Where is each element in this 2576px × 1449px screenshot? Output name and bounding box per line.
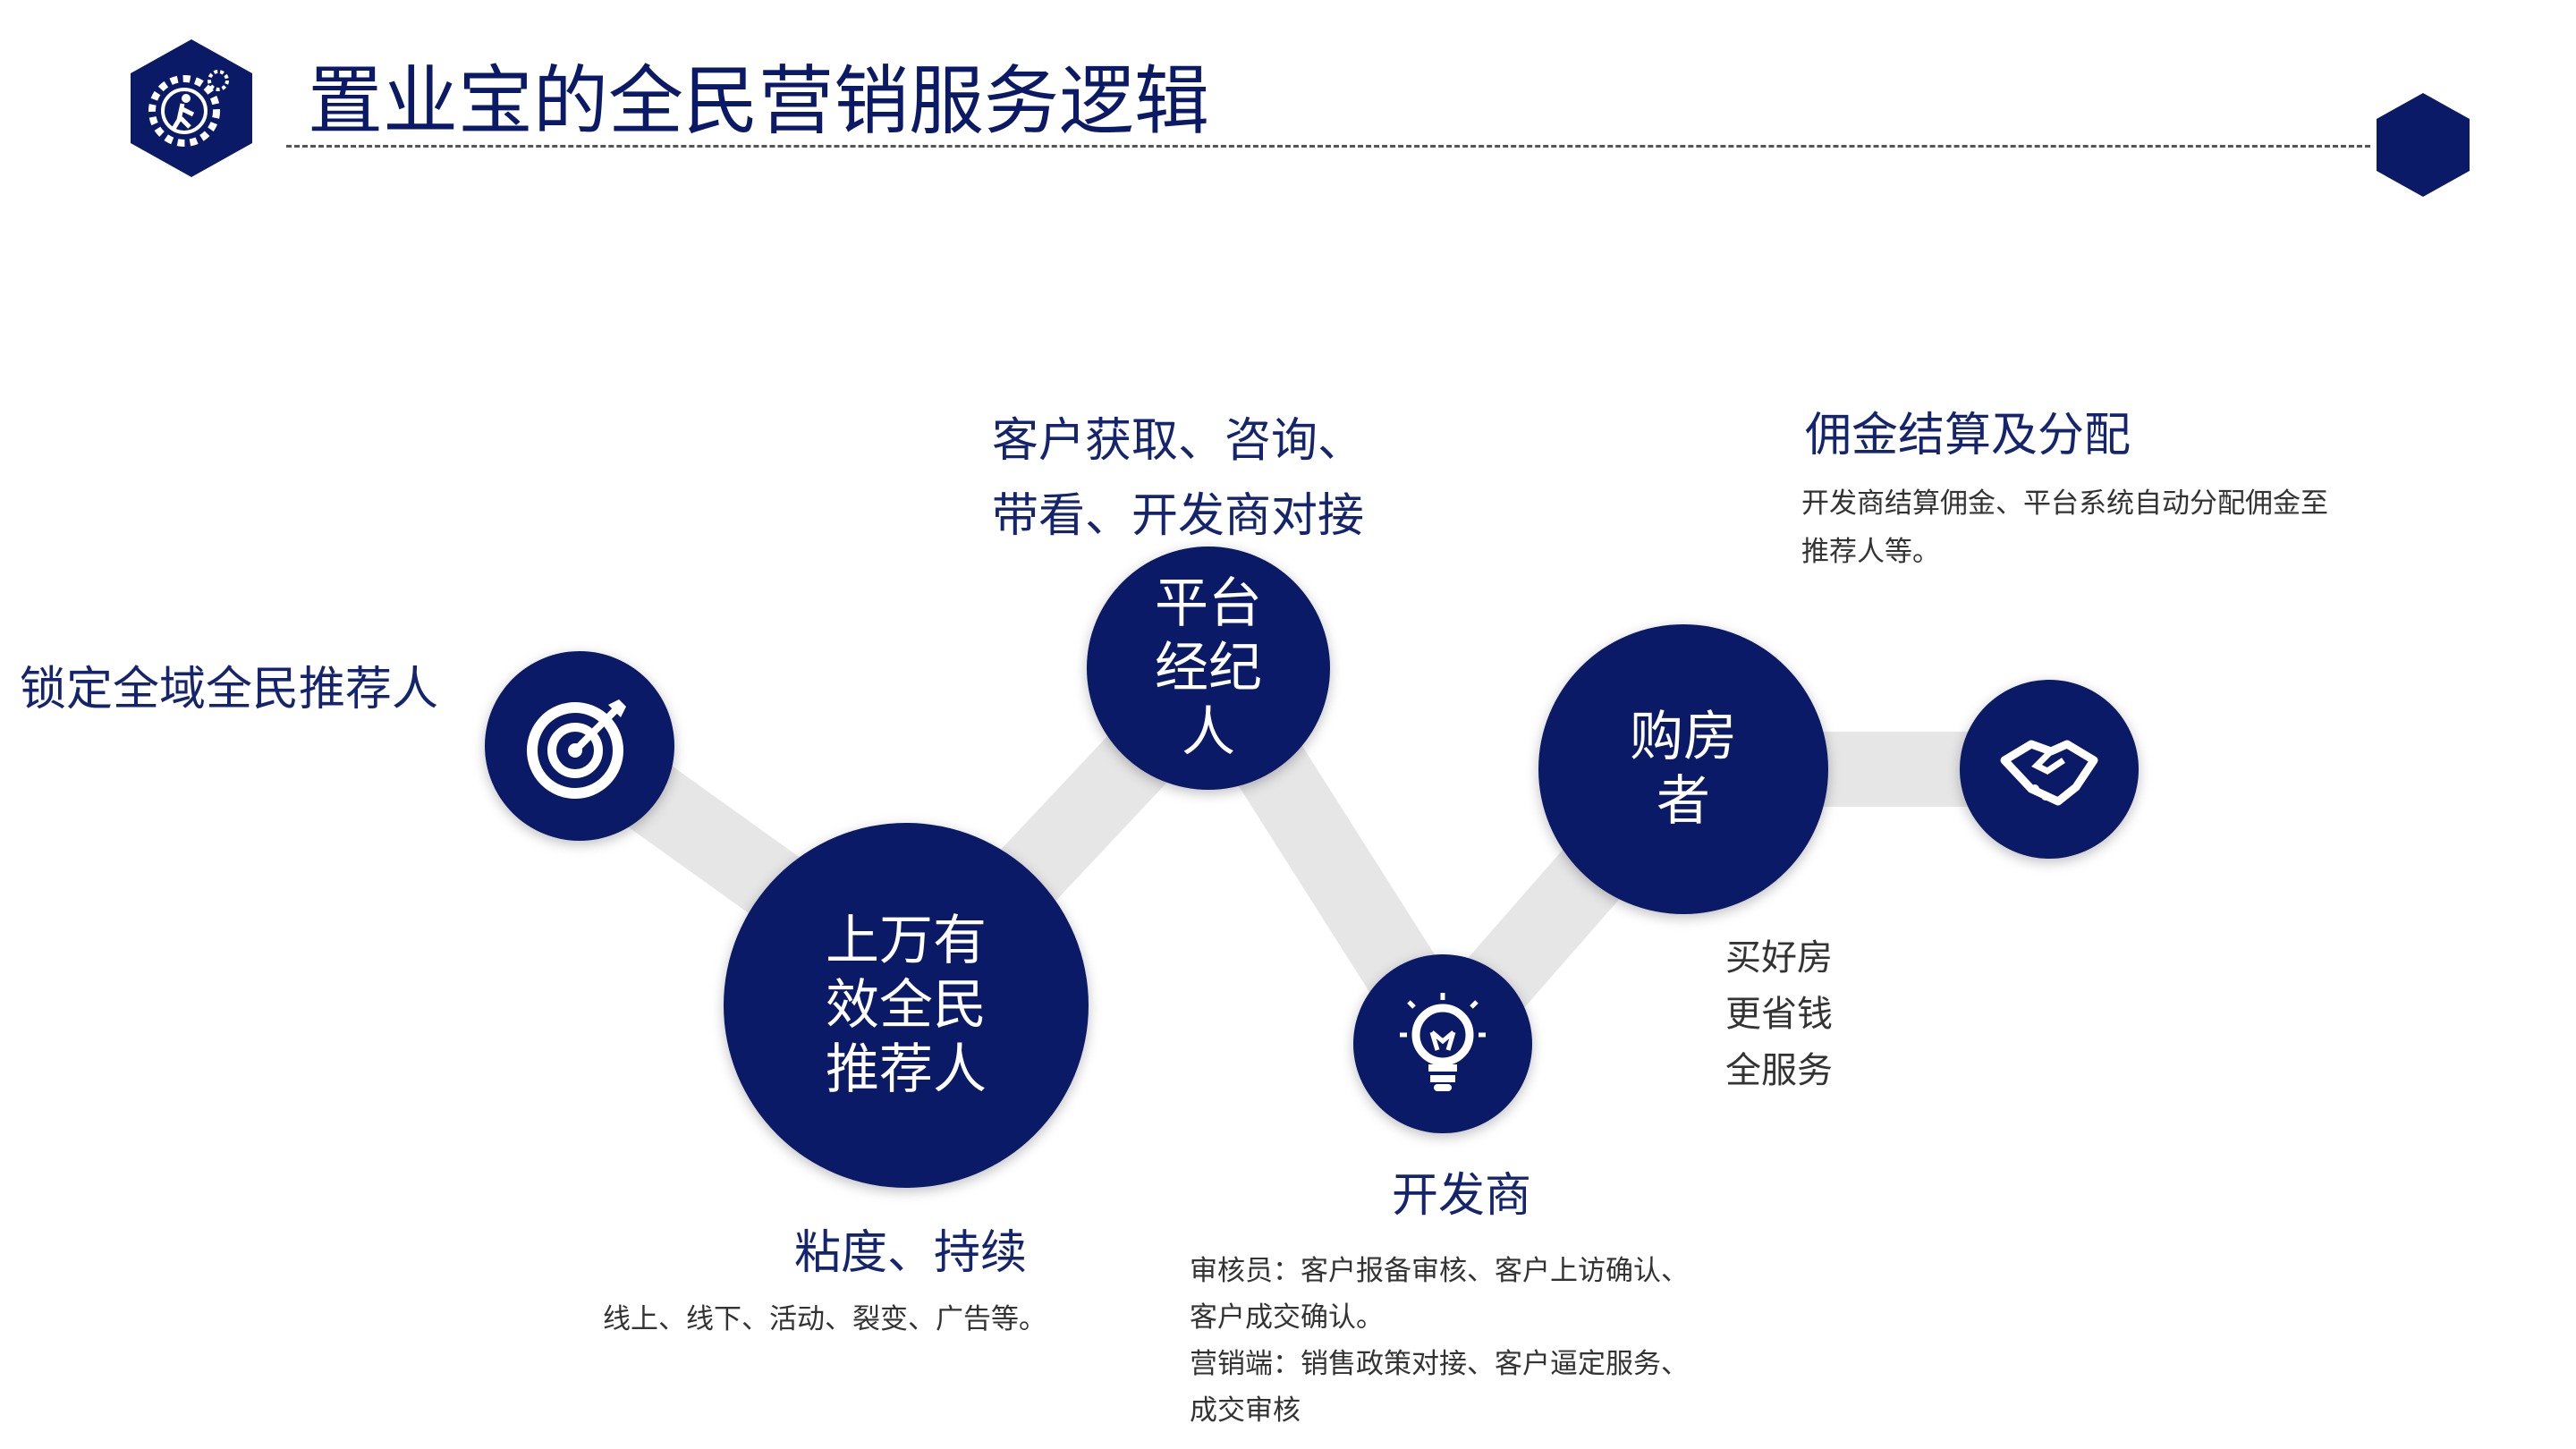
- settlement-desc: 推荐人等。: [1801, 536, 1940, 568]
- node-label: 推荐人: [826, 1038, 987, 1101]
- target-icon: [527, 699, 626, 799]
- developer-desc: 审核员：客户报备审核、客户上访确认、: [1190, 1255, 1689, 1287]
- decor-hex-icon: [2377, 93, 2470, 197]
- node-label: 人: [1182, 701, 1235, 764]
- node-label: 平台: [1155, 572, 1262, 635]
- buyer-benefit: 全服务: [1725, 1050, 1833, 1091]
- mass-heading: 粘度、持续: [794, 1226, 1028, 1280]
- buyer-benefit: 买好房: [1725, 937, 1833, 979]
- developer-desc: 营销端：销售政策对接、客户逼定服务、: [1190, 1348, 1689, 1380]
- settlement-desc: 开发商结算佣金、平台系统自动分配佣金至: [1801, 487, 2328, 520]
- node-label: 经纪: [1155, 637, 1262, 699]
- title-divider: [286, 145, 2370, 148]
- logo-hex-icon: [131, 39, 252, 177]
- node-label: 者: [1657, 770, 1710, 833]
- lightbulb-icon: [1400, 993, 1486, 1091]
- developer-desc: 客户成交确认。: [1190, 1301, 1384, 1334]
- platform-heading: 客户获取、咨询、: [992, 414, 1365, 468]
- node-label: 购房: [1630, 706, 1737, 768]
- recommender-label: 锁定全域全民推荐人: [20, 663, 439, 716]
- buyer-benefit: 更省钱: [1725, 994, 1833, 1035]
- page-title: 置业宝的全民营销服务逻辑: [308, 57, 1210, 145]
- platform-agent-node: 平台 经纪 人: [1087, 547, 1330, 790]
- settlement-node: [1960, 680, 2139, 859]
- recommender-node: [485, 651, 674, 841]
- node-label: 上万有: [826, 910, 987, 972]
- mass-recommenders-node: 上万有 效全民 推荐人: [724, 823, 1089, 1188]
- platform-heading: 带看、开发商对接: [992, 489, 1365, 543]
- developer-heading: 开发商: [1392, 1169, 1532, 1223]
- node-label: 效全民: [826, 974, 987, 1037]
- developer-node: [1353, 954, 1532, 1133]
- mass-desc: 线上、线下、活动、裂变、广告等。: [603, 1303, 1046, 1335]
- buyer-node: 购房 者: [1538, 624, 1828, 914]
- developer-desc: 成交审核: [1190, 1394, 1301, 1427]
- handshake-icon: [2000, 740, 2098, 806]
- settlement-heading: 佣金结算及分配: [1805, 409, 2131, 462]
